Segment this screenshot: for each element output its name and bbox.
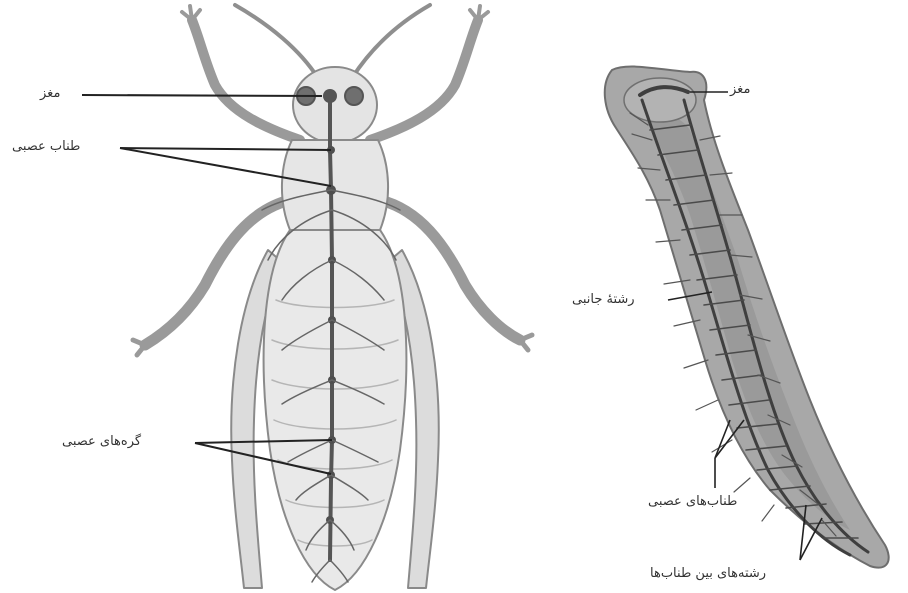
insect-antenna-left (235, 5, 318, 78)
label-worm-brain: مغز (730, 82, 750, 97)
label-insect-nerve-cord: طناب عصبی (12, 139, 80, 154)
insect-mid-foot-right (520, 335, 532, 350)
label-worm-lateral-branch: رشتهٔ جانبی (572, 292, 635, 307)
insect-thorax (282, 140, 388, 230)
leader-insect-brain (82, 95, 322, 96)
insect-front-foot-right (470, 6, 488, 20)
insect-abdomen (264, 230, 407, 590)
insect-eye-right (345, 87, 363, 105)
insect-antenna-right (352, 5, 430, 78)
insect-front-foot-left (182, 6, 200, 20)
label-insect-ganglia: گره‌های عصبی (62, 434, 141, 449)
insect-ventral-nerve-cord (330, 100, 332, 560)
leader-worm-cords-1 (715, 420, 730, 458)
label-insect-brain: مغز (40, 86, 60, 101)
label-worm-connecting-fibers: رشته‌های بین طناب‌ها (650, 566, 766, 581)
insect-mid-foot-left (133, 340, 145, 355)
label-worm-nerve-cords: طناب‌های عصبی (648, 494, 737, 509)
